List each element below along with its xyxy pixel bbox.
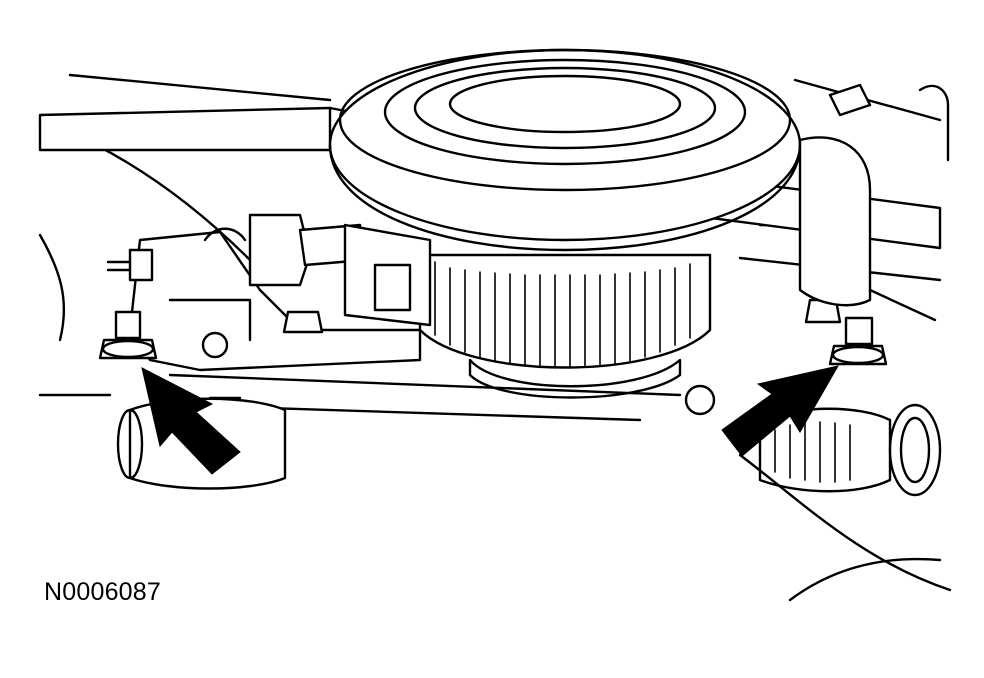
callout-arrow-right <box>721 365 840 457</box>
splined-hub <box>418 253 712 399</box>
callout-arrow-left <box>141 367 241 475</box>
left-mount-bolt <box>98 310 324 360</box>
figure-id-label: N0006087 <box>44 578 161 606</box>
right-mount-bolt <box>684 298 888 416</box>
left-bracket <box>106 213 682 422</box>
lower-right-panel <box>738 453 952 602</box>
pulley <box>328 48 802 252</box>
right-pipe-assembly <box>758 83 942 497</box>
